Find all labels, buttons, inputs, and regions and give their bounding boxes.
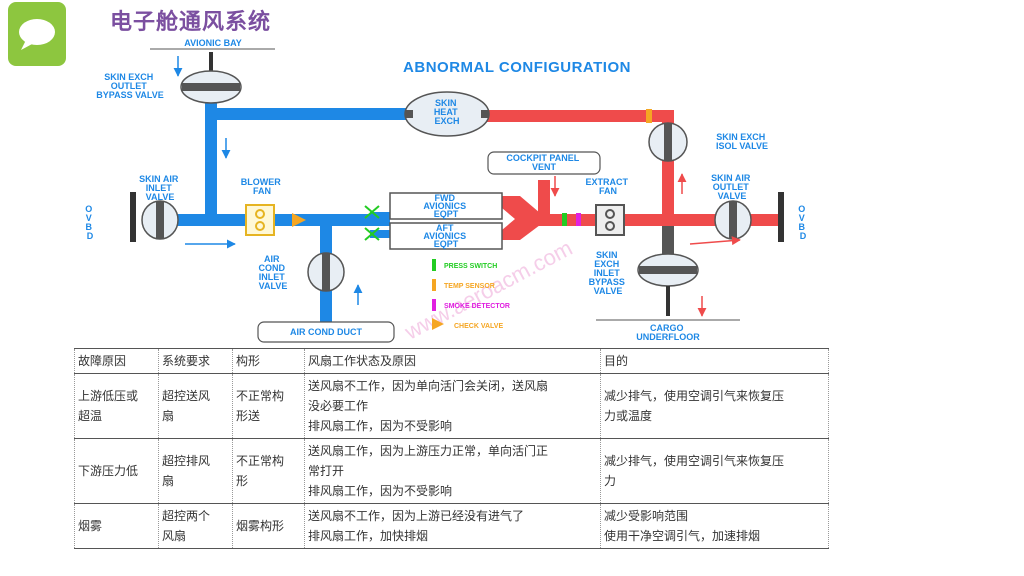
avionic-bay-label: AVIONIC BAY [184,38,242,48]
ovbd-right-label: O V B D [798,204,808,241]
app-logo [8,2,66,66]
svg-text:COCKPIT PANEL VENT: COCKPIT PANEL VENT [506,153,581,172]
press-switch-marker [562,213,567,226]
temp-sensor-marker [646,109,652,123]
cargo-underfloor-label: CARGO UNDERFLOOR [636,323,700,342]
smoke-detector-marker [576,213,581,226]
skin-heat-exch-label: SKIN HEAT EXCH [434,98,460,126]
cell-cause: 上游低压或超温 [74,373,159,439]
fwd-avionics-box: FWD AVIONICS EQPT [389,192,503,220]
extract-fan [595,204,625,236]
cell-config: 烟雾构形 [232,503,305,549]
legend-press-switch: PRESS SWITCH [444,263,497,270]
ventilation-diagram: www.aeroacm.com ABNORMAL CONFIGURATION O… [85,38,808,345]
skin-exch-isol-valve [648,122,688,162]
skin-heat-exch [404,91,490,137]
legend: PRESS SWITCH TEMP SENSOR SMOKE DETECTOR … [432,259,510,330]
fault-table: 故障原因 系统要求 构形 风扇工作状态及原因 目的 上游低压或超温 超控送风扇 … [74,348,829,549]
cockpit-panel-vent: COCKPIT PANEL VENT [487,151,601,175]
cell-cause: 烟雾 [74,503,159,549]
check-valve [292,213,306,227]
cell-cause: 下游压力低 [74,438,159,504]
svg-text:FWD AVIONICS EQPT: FWD AVIONICS EQPT [423,193,468,219]
flow-arrows [173,56,741,317]
header-config: 构形 [232,348,305,374]
skin-exch-isol-label: SKIN EXCH ISOL VALVE [716,132,768,151]
cell-config: 不正常构形送 [232,373,305,439]
skin-air-outlet-label: SKIN AIR OUTLET VALVE [711,173,753,201]
svg-text:AFT AVIONICS EQPT: AFT AVIONICS EQPT [423,223,468,249]
skin-air-inlet-label: SKIN AIR INLET VALVE [139,174,181,202]
table-row: 下游压力低 超控排风扇 不正常构形 送风扇工作，因为上游压力正常，单向活门正常打… [74,438,829,504]
blower-fan-label: BLOWER FAN [241,177,284,196]
skin-exch-inlet-bypass-label: SKIN EXCH INLET BYPASS VALVE [589,250,628,296]
skin-exch-outlet-bypass-valve [180,52,242,104]
press-switch-marks [364,205,380,241]
header-cause: 故障原因 [74,348,159,374]
header-fan-status: 风扇工作状态及原因 [304,348,601,374]
config-title: ABNORMAL CONFIGURATION [403,59,631,76]
chat-bubble-icon [19,19,55,50]
cell-requirement: 超控送风扇 [158,373,233,439]
skin-air-inlet-valve [141,200,179,240]
air-cond-inlet-valve [307,252,345,292]
cell-fan-status: 送风扇不工作，因为上游已经没有进气了排风扇工作，加快排烟 [304,503,601,549]
air-cond-duct: AIR COND DUCT [257,321,395,343]
extract-fan-label: EXTRACT FAN [585,177,630,196]
cell-purpose: 减少排气，使用空调引气来恢复压力或温度 [600,373,829,439]
legend-check-valve: CHECK VALVE [454,323,503,330]
ovbd-left-label: O V B D [85,204,95,241]
svg-text:AIR COND DUCT: AIR COND DUCT [290,327,362,337]
legend-smoke-detector: SMOKE DETECTOR [444,303,510,310]
cell-config: 不正常构形 [232,438,305,504]
skin-air-outlet-valve [714,200,752,240]
page-title: 电子舱通风系统 [110,10,272,35]
cell-requirement: 超控排风扇 [158,438,233,504]
header-purpose: 目的 [600,348,829,374]
table-header-row: 故障原因 系统要求 构形 风扇工作状态及原因 目的 [74,348,829,374]
header-requirement: 系统要求 [158,348,233,374]
air-cond-inlet-label: AIR COND INLET VALVE [258,254,287,291]
skin-exch-outlet-bypass-label: SKIN EXCH OUTLET BYPASS VALVE [96,72,164,100]
aft-avionics-box: AFT AVIONICS EQPT [389,222,503,250]
cell-purpose: 减少排气，使用空调引气来恢复压力 [600,438,829,504]
cell-fan-status: 送风扇工作，因为上游压力正常，单向活门正常打开排风扇工作，因为不受影响 [304,438,601,504]
table-row: 上游低压或超温 超控送风扇 不正常构形送 送风扇不工作，因为单向活门会关闭，送风… [74,373,829,439]
skin-exch-inlet-bypass-valve [637,226,699,316]
cell-purpose: 减少受影响范围使用干净空调引气，加速排烟 [600,503,829,549]
blue-ducts [160,90,415,324]
cell-fan-status: 送风扇不工作，因为单向活门会关闭，送风扇没必要工作排风扇工作，因为不受影响 [304,373,601,439]
legend-temp-sensor: TEMP SENSOR [444,283,495,290]
ovbd-left-plate [130,192,136,242]
table-row: 烟雾 超控两个风扇 烟雾构形 送风扇不工作，因为上游已经没有进气了排风扇工作，加… [74,503,829,549]
blower-fan [245,204,275,236]
ovbd-right-plate [778,192,784,242]
cell-requirement: 超控两个风扇 [158,503,233,549]
